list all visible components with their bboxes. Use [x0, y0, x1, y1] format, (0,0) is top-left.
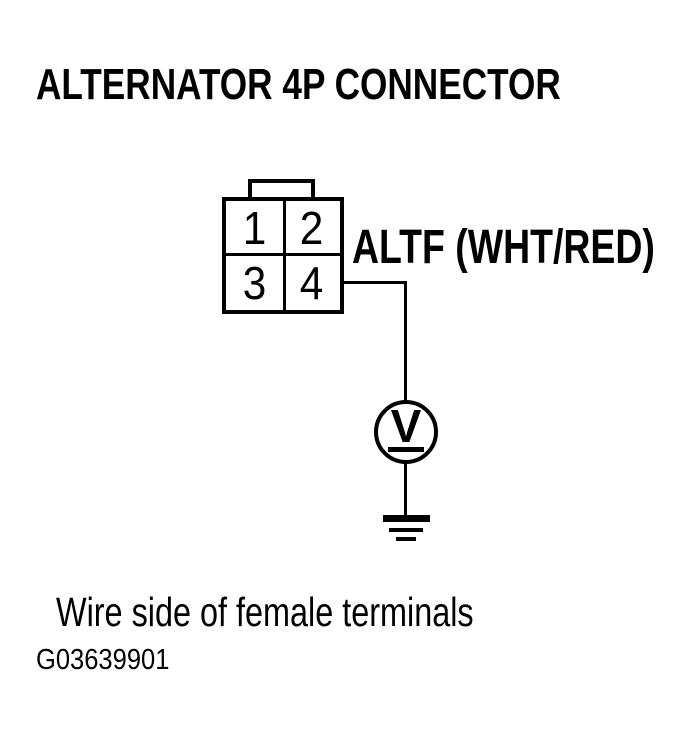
wire-vertical-lower: [404, 460, 407, 519]
connector-pin-grid: 1 2 3 4: [226, 201, 340, 310]
pin-4: 4: [299, 256, 324, 309]
wire-horizontal-pin4: [343, 281, 407, 284]
wire-vertical-upper: [404, 281, 407, 403]
voltmeter-symbol: V: [387, 403, 425, 453]
pin-1: 1: [242, 202, 267, 255]
figure-id: G03639901: [36, 644, 170, 676]
pin-3: 3: [242, 256, 267, 309]
connector-tab: [248, 179, 315, 202]
caption: Wire side of female terminals: [56, 589, 474, 635]
pin-2: 2: [299, 202, 324, 255]
ground-bar-middle: [389, 528, 423, 532]
page-title: ALTERNATOR 4P CONNECTOR: [36, 60, 561, 109]
ground-bar-top: [383, 515, 430, 522]
ground-bar-bottom: [396, 537, 416, 541]
voltmeter-icon: V: [374, 400, 438, 464]
connector-grid-line-horizontal: [226, 253, 340, 256]
connector-4p: 1 2 3 4: [222, 197, 344, 314]
wire-label-altf: ALTF (WHT/RED): [352, 221, 655, 274]
